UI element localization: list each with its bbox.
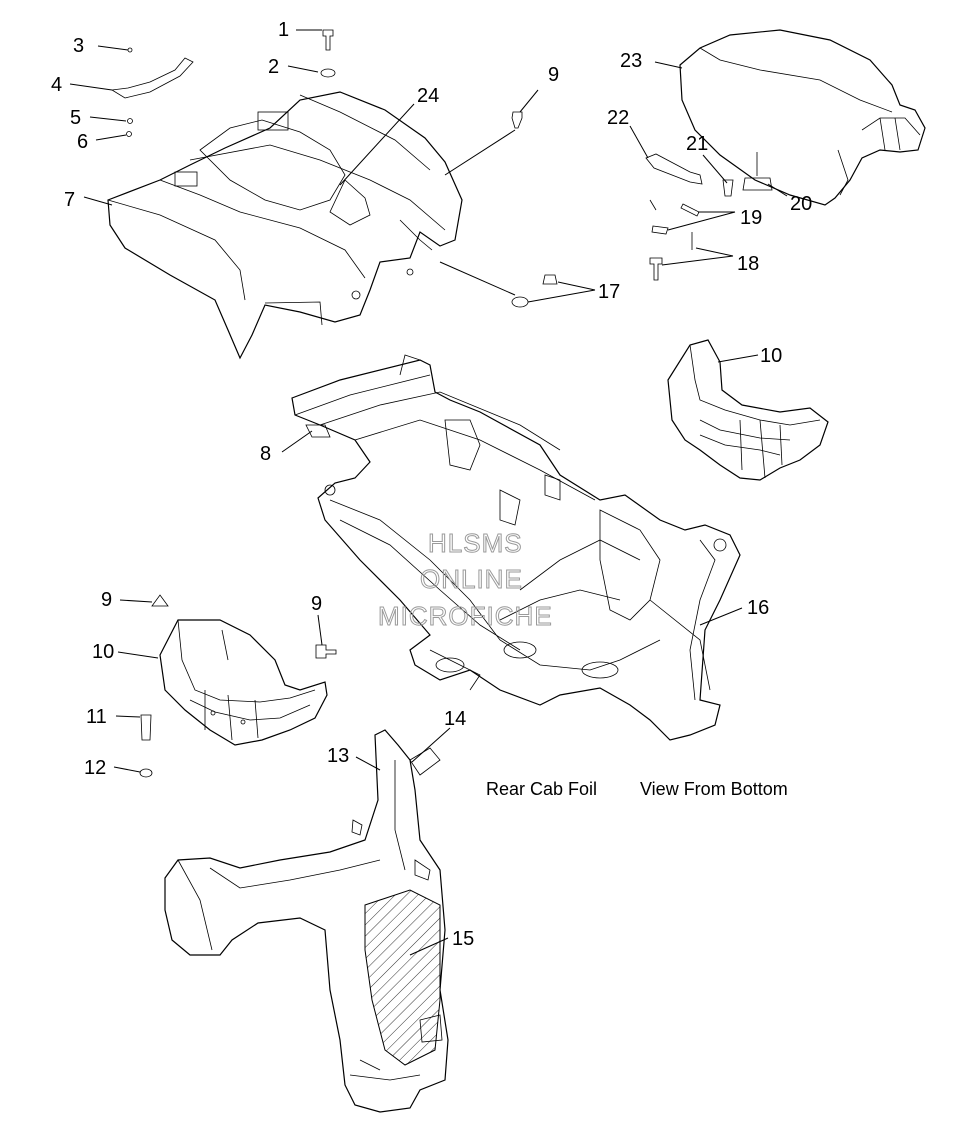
callout-22: 22 xyxy=(607,107,629,129)
seat-hardware xyxy=(645,152,773,281)
frame-part xyxy=(291,354,741,741)
callout-12: 12 xyxy=(84,757,106,779)
callout-24: 24 xyxy=(417,85,439,107)
callout-8: 8 xyxy=(260,443,271,465)
watermark: HLSMS ONLINE MICROFICHE xyxy=(378,528,553,632)
callout-6: 6 xyxy=(77,131,88,153)
callout-3: 3 xyxy=(73,35,84,57)
rear-cab-foil-caption: Rear Cab Foil xyxy=(486,779,597,799)
callout-16: 16 xyxy=(747,597,769,619)
callout-14: 14 xyxy=(444,708,466,730)
callout-23: 23 xyxy=(620,50,642,72)
watermark-line-2: ONLINE xyxy=(420,564,523,594)
callout-7: 7 xyxy=(64,189,75,211)
callout-2: 2 xyxy=(268,56,279,78)
right-footwell-part xyxy=(667,339,829,481)
callout-4: 4 xyxy=(51,74,62,96)
callout-10-left: 10 xyxy=(92,641,114,663)
callout-17: 17 xyxy=(598,281,620,303)
callout-21: 21 xyxy=(686,133,708,155)
callout-15: 15 xyxy=(452,928,474,950)
callout-5: 5 xyxy=(70,107,81,129)
callout-18: 18 xyxy=(737,253,759,275)
left-hardware xyxy=(139,594,337,778)
leader-lines xyxy=(69,29,788,956)
callout-9-left: 9 xyxy=(101,589,112,611)
bolt-hardware xyxy=(110,29,336,137)
callout-9-top: 9 xyxy=(548,64,559,86)
callout-9-mid: 9 xyxy=(311,593,322,615)
left-footwell-part xyxy=(159,619,328,746)
rear-cab-part xyxy=(107,91,463,360)
view-from-bottom-caption: View From Bottom xyxy=(640,779,788,799)
seat-part xyxy=(679,29,926,206)
callout-19: 19 xyxy=(740,207,762,229)
callout-labels: 1 2 3 4 5 6 7 8 9 9 9 10 10 11 12 13 14 … xyxy=(51,19,812,950)
watermark-line-3: MICROFICHE xyxy=(378,601,553,631)
rear-cab-foil-part xyxy=(164,729,449,1113)
callout-11: 11 xyxy=(86,706,107,728)
callout-1: 1 xyxy=(278,19,289,41)
view-captions: Rear Cab Foil View From Bottom xyxy=(486,779,788,799)
push-rivet-parts xyxy=(511,111,558,308)
callout-13: 13 xyxy=(327,745,349,767)
callout-10-right: 10 xyxy=(760,345,782,367)
watermark-line-1: HLSMS xyxy=(428,528,523,558)
callout-20: 20 xyxy=(790,193,812,215)
